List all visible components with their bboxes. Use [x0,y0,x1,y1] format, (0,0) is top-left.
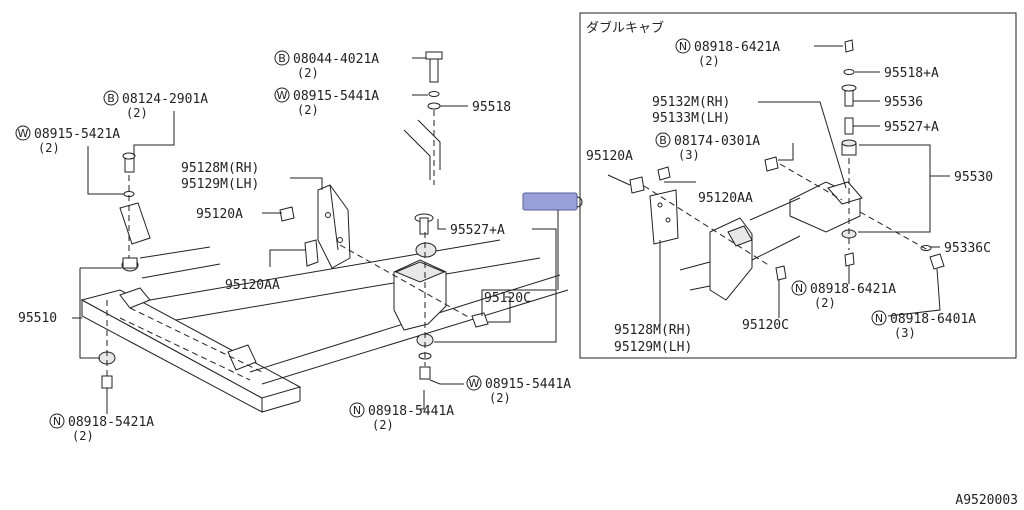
svg-text:08915-5421A: 08915-5421A [34,127,120,142]
document-code: A9520003 [955,493,1018,508]
label-95129M-inset: 95129M(LH) [614,340,692,355]
callout-08174-0301A: B 08174-0301A (3) [655,132,760,162]
svg-text:(2): (2) [489,391,511,405]
callout-08918-5441A: N 08918-5441A (2) [349,402,454,432]
top-bolt-stack [403,51,443,185]
label-95518: 95518 [472,100,511,115]
label-95536: 95536 [884,95,923,110]
leader-lines-main [72,57,559,414]
label-95120A: 95120A [196,207,243,222]
svg-text:(2): (2) [38,141,60,155]
label-95120AA-inset: 95120AA [698,191,753,206]
svg-text:N: N [795,282,803,295]
main-assembly: B 08044-4021A (2) W 08915-5441A (2) 9551… [15,50,583,443]
label-95133M: 95133M(LH) [652,111,730,126]
label-95132M: 95132M(RH) [652,95,730,110]
svg-text:08915-5441A: 08915-5441A [293,89,379,104]
svg-text:(2): (2) [72,429,94,443]
label-95518A: 95518+A [884,66,939,81]
svg-text:(2): (2) [698,54,720,68]
svg-text:B: B [278,52,286,65]
svg-text:08918-6421A: 08918-6421A [810,282,896,297]
inset-frame [579,12,1017,359]
callout-08918-6401A: N 08918-6401A (3) [871,310,976,340]
inset-double-cab: ダブルキャブ [579,12,1017,359]
label-95120C-inset: 95120C [742,318,789,333]
svg-text:08918-5441A: 08918-5441A [368,404,454,419]
svg-text:(2): (2) [372,418,394,432]
svg-text:(2): (2) [297,66,319,80]
svg-text:N: N [875,312,883,325]
svg-text:W: W [469,377,480,390]
svg-text:08044-4021A: 08044-4021A [293,52,379,67]
svg-text:W: W [277,89,288,102]
callout-08918-5421A: N 08918-5421A (2) [49,413,154,443]
callout-08915-5421A: W 08915-5421A (2) [15,125,120,155]
label-95120A-inset: 95120A [586,149,633,164]
callout-08124-2901A: B 08124-2901A (2) [103,90,208,120]
label-95530: 95530 [954,170,993,185]
inset-parts [629,39,945,301]
callout-08918-6421A-bottom: N 08918-6421A (2) [791,280,896,310]
callout-08915-5441A-bottom: W 08915-5441A (2) [466,375,571,405]
svg-text:08174-0301A: 08174-0301A [674,134,760,149]
label-95129M: 95129M(LH) [181,177,259,192]
callout-08918-6421A-top: N 08918-6421A (2) [675,38,780,68]
labels-inset: N 08918-6421A (2) 95518+A 95536 95132M(R… [586,38,993,355]
frame-rail [80,239,569,413]
label-95120C: 95120C [484,291,531,306]
labels-main: B 08044-4021A (2) W 08915-5441A (2) 9551… [15,50,571,443]
highlight-marker[interactable] [522,192,578,211]
svg-text:(3): (3) [678,148,700,162]
label-95510: 95510 [18,311,57,326]
bracket-95128M [279,184,351,269]
svg-text:(2): (2) [297,103,319,117]
mount-stack-left [98,152,151,389]
svg-text:08918-6401A: 08918-6401A [890,312,976,327]
label-95120AA: 95120AA [225,278,280,293]
callout-08044-4021A: B 08044-4021A (2) [274,50,379,80]
svg-text:N: N [353,404,361,417]
svg-text:08124-2901A: 08124-2901A [122,92,208,107]
svg-text:B: B [107,92,115,105]
svg-text:(3): (3) [894,326,916,340]
svg-text:N: N [679,40,687,53]
label-95128M-inset: 95128M(RH) [614,323,692,338]
label-95336C: 95336C [944,241,991,256]
label-95128M: 95128M(RH) [181,161,259,176]
svg-text:08915-5441A: 08915-5441A [485,377,571,392]
leader-lines-inset [607,45,950,325]
svg-text:(2): (2) [814,296,836,310]
svg-text:08918-5421A: 08918-5421A [68,415,154,430]
svg-text:N: N [53,415,61,428]
svg-text:08918-6421A: 08918-6421A [694,40,780,55]
callout-08915-5441A-top: W 08915-5441A (2) [274,87,379,117]
svg-text:B: B [659,134,667,147]
inset-title: ダブルキャブ [586,20,664,36]
label-95527A: 95527+A [450,223,505,238]
center-mount-block [339,213,489,380]
label-95527A-inset: 95527+A [884,120,939,135]
svg-text:W: W [18,127,29,140]
svg-text:(2): (2) [126,106,148,120]
